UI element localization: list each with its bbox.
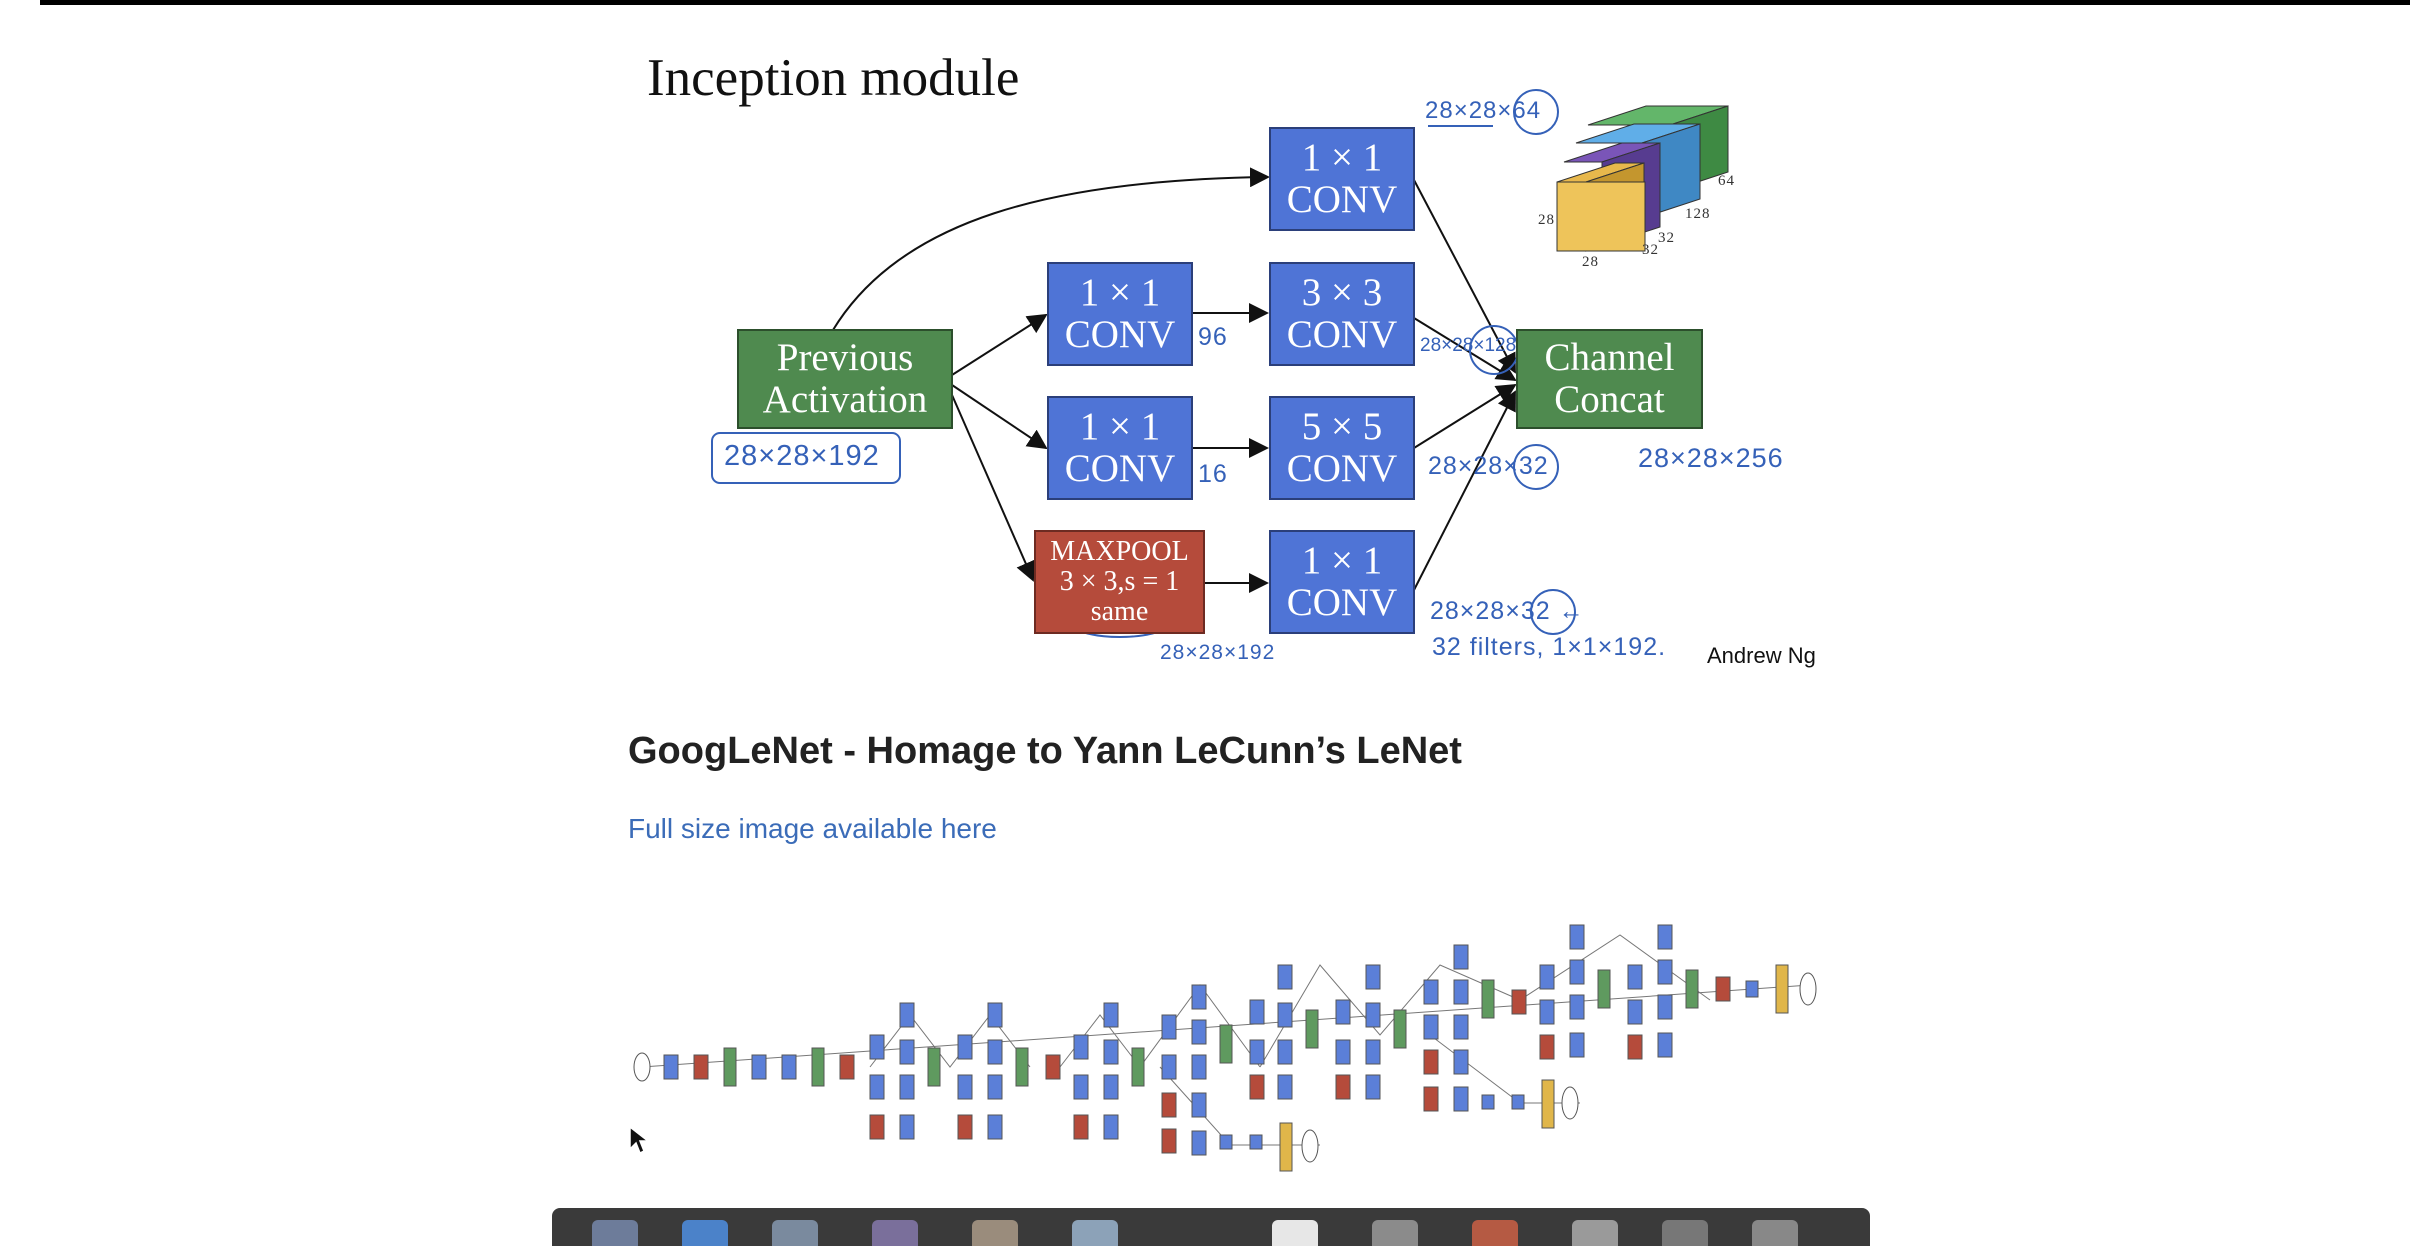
conv-1x1-pool: 1 × 1 CONV	[1269, 530, 1415, 634]
circle-32	[1513, 444, 1559, 490]
note-concat-out: 28×28×256	[1638, 443, 1784, 473]
dock-app-icon[interactable]	[1472, 1220, 1518, 1246]
note-16: 16	[1198, 460, 1228, 488]
slide-title: Inception module	[647, 49, 1020, 107]
concat-line-1: Channel	[1544, 335, 1675, 379]
dock-app-icon[interactable]	[1572, 1220, 1618, 1246]
dock-app-icon[interactable]	[772, 1220, 818, 1246]
cube-label-c1: 32	[1642, 242, 1659, 258]
slide-credit: Andrew Ng	[1707, 643, 1816, 668]
taskbar-dock	[552, 1208, 1870, 1246]
note-conv5-out: 28×28×32	[1428, 452, 1549, 480]
dock-app-icon[interactable]	[1272, 1220, 1318, 1246]
note-96: 96	[1198, 323, 1228, 351]
arrow-pool2-concat	[1413, 390, 1516, 591]
arrows-layer	[711, 89, 1729, 638]
conv-b1-line-2: CONV	[1064, 447, 1176, 490]
note-conv3-out: 28×28×128	[1420, 335, 1517, 356]
conv-3x3: 3 × 3 CONV	[1269, 262, 1415, 366]
dock-app-icon[interactable]	[682, 1220, 728, 1246]
conv-a2-line-2: CONV	[1286, 313, 1398, 356]
arrow-prev-to-a1	[951, 313, 1048, 376]
cube-label-w: 28	[1582, 254, 1599, 270]
maxpool-line-3: same	[1090, 596, 1149, 628]
maxpool-line-1: MAXPOOL	[1050, 535, 1189, 567]
conv-a1-line-1: 1 × 1	[1079, 270, 1161, 314]
maxpool-box: MAXPOOL 3 × 3,s = 1 same	[1034, 530, 1205, 634]
conv-1x1-b: 1 × 1 CONV	[1047, 396, 1193, 500]
inception-slide: Inception module	[647, 49, 1816, 668]
conv-top-line-1: 1 × 1	[1301, 135, 1383, 179]
dock-app-icon[interactable]	[1072, 1220, 1118, 1246]
section-heading: GoogLeNet - Homage to Yann LeCunn’s LeNe…	[628, 730, 1462, 772]
googlenet-diagram[interactable]	[620, 905, 1820, 1175]
note-pool-filters: 32 filters, 1×1×192.	[1432, 633, 1667, 661]
arrow-a2-concat	[1413, 317, 1517, 382]
dock-app-icon[interactable]	[972, 1220, 1018, 1246]
arrow-prev-to-top	[832, 167, 1270, 331]
concat-line-2: Concat	[1554, 378, 1665, 421]
conv-b2-line-2: CONV	[1286, 447, 1398, 490]
dock-app-icon[interactable]	[592, 1220, 638, 1246]
output-volume-cube	[1556, 105, 1729, 252]
cube-label-c3: 128	[1685, 206, 1711, 222]
conv-1x1-a: 1 × 1 CONV	[1047, 262, 1193, 366]
prev-line-1: Previous	[776, 335, 914, 379]
note-pool-out: 28×28×32 ←	[1430, 597, 1585, 625]
conv-1x1-top: 1 × 1 CONV	[1269, 127, 1415, 231]
note-top-out: 28×28×64	[1425, 97, 1542, 124]
mouse-cursor-icon	[629, 1125, 650, 1155]
circle-64	[1513, 89, 1559, 135]
conv-a2-line-1: 3 × 3	[1301, 270, 1383, 314]
conv-pool-line-2: CONV	[1286, 581, 1398, 624]
top-bar	[40, 0, 2410, 5]
conv-a1-line-2: CONV	[1064, 313, 1176, 356]
conv-b1-line-1: 1 × 1	[1079, 404, 1161, 448]
arrow-top-concat	[1413, 179, 1516, 374]
cube-label-c4: 64	[1718, 173, 1735, 189]
channel-concat-box: Channel Concat	[1516, 329, 1703, 429]
note-input-dim: 28×28×192	[724, 440, 880, 472]
input-dim-box	[711, 432, 901, 484]
dock-app-icon[interactable]	[1752, 1220, 1798, 1246]
previous-activation-box: Previous Activation	[737, 329, 953, 429]
full-size-image-link[interactable]: Full size image available here	[628, 813, 997, 844]
conv-pool-line-1: 1 × 1	[1301, 538, 1383, 582]
cube-label-h: 28	[1538, 212, 1555, 228]
arrow-prev-to-pool	[951, 394, 1035, 582]
dock-app-icon[interactable]	[872, 1220, 918, 1246]
dock-app-icon[interactable]	[1372, 1220, 1418, 1246]
cube-label-c2: 32	[1658, 230, 1675, 246]
prev-line-2: Activation	[762, 378, 928, 421]
note-pool-in: 28×28×192	[1160, 641, 1276, 664]
circle-32b	[1530, 589, 1576, 635]
dock-app-icon[interactable]	[1662, 1220, 1708, 1246]
maxpool-line-2: 3 × 3,s = 1	[1059, 565, 1180, 597]
arrow-prev-to-b1	[951, 384, 1048, 450]
conv-top-line-2: CONV	[1286, 178, 1398, 221]
conv-5x5: 5 × 5 CONV	[1269, 396, 1415, 500]
arrow-b2-concat	[1413, 383, 1517, 449]
conv-b2-line-1: 5 × 5	[1301, 404, 1383, 448]
